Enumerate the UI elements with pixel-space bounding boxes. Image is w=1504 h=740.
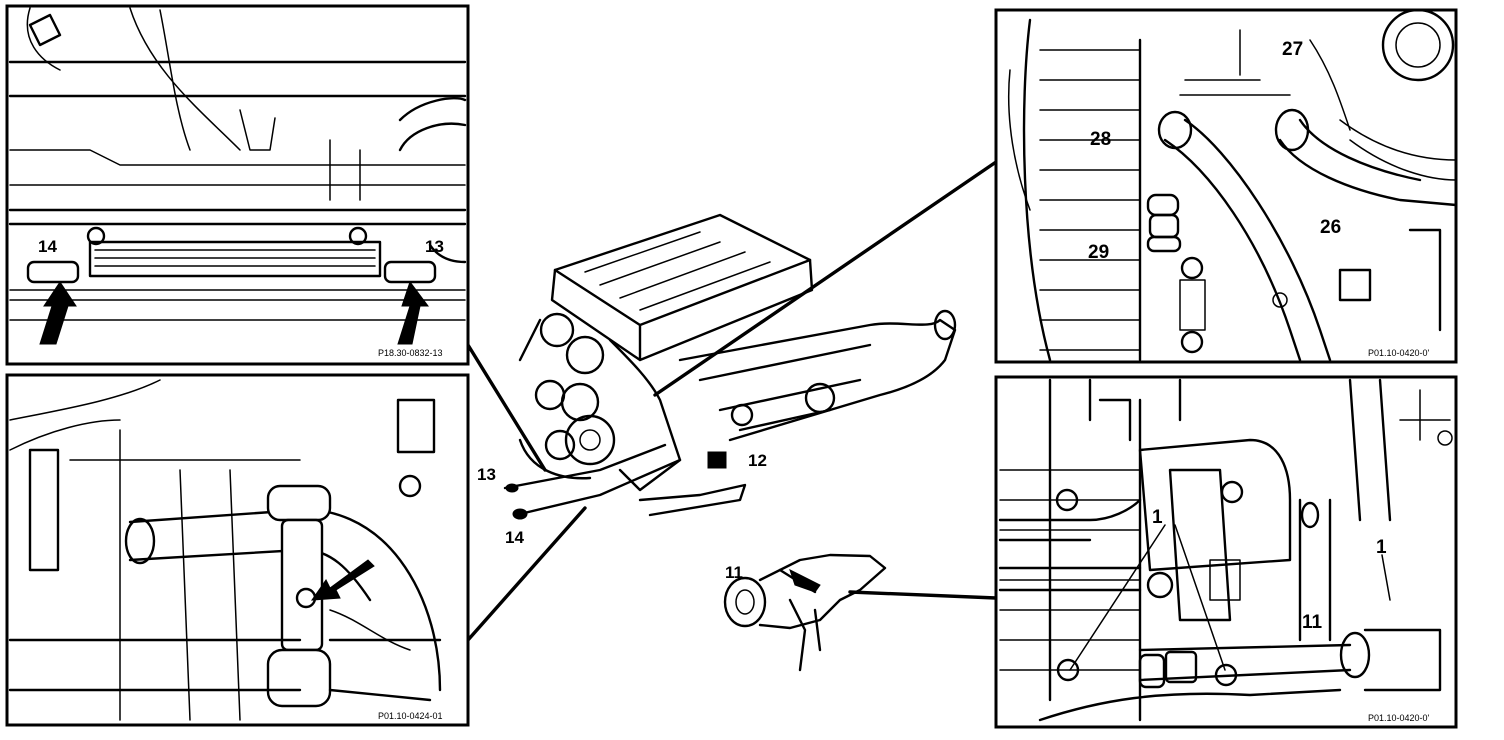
- callout-13: 13: [425, 237, 444, 256]
- callout-1: 1: [1152, 507, 1163, 528]
- part-11-connector: 11: [723, 553, 887, 672]
- callout-27: 27: [1282, 39, 1303, 60]
- reference-code: P01.10-0420-0': [1368, 348, 1430, 358]
- callout-28: 28: [1090, 129, 1111, 150]
- callout-12: 12: [748, 451, 767, 470]
- arrow-icon: [397, 280, 429, 345]
- callout-29: 29: [1088, 242, 1109, 263]
- reference-code: P01.10-0420-0': [1368, 713, 1430, 723]
- engine-assembly: 13 14 12: [477, 213, 957, 547]
- panel-bottom-right: 1 1 11 P01.10-0420-0': [994, 375, 1458, 729]
- reference-code: P01.10-0424-01: [378, 711, 443, 721]
- reference-code: P18.30-0832-13: [378, 348, 443, 358]
- panel-bottom-left: P01.10-0424-01: [5, 373, 470, 727]
- callout-14: 14: [38, 237, 57, 256]
- callout-1: 1: [1376, 537, 1387, 558]
- leader-to-bottom-left: [466, 506, 587, 642]
- leader-to-top-left: [466, 343, 547, 472]
- leader-to-top-right: [653, 160, 998, 397]
- callout-11: 11: [1302, 612, 1323, 633]
- callout-11: 11: [725, 563, 743, 582]
- leader-to-bottom-right: [848, 590, 998, 600]
- callout-14: 14: [505, 528, 524, 547]
- arrow-icon: [39, 281, 77, 345]
- panel-top-right: 27 28 29 26 P01.10-0420-0': [994, 8, 1458, 364]
- callout-13: 13: [477, 465, 496, 484]
- panel-top-left: 14 13 P18.30-0832-13: [5, 4, 470, 366]
- arrow-icon: [310, 559, 375, 601]
- leader-lines: [466, 160, 998, 642]
- callout-26: 26: [1320, 217, 1341, 238]
